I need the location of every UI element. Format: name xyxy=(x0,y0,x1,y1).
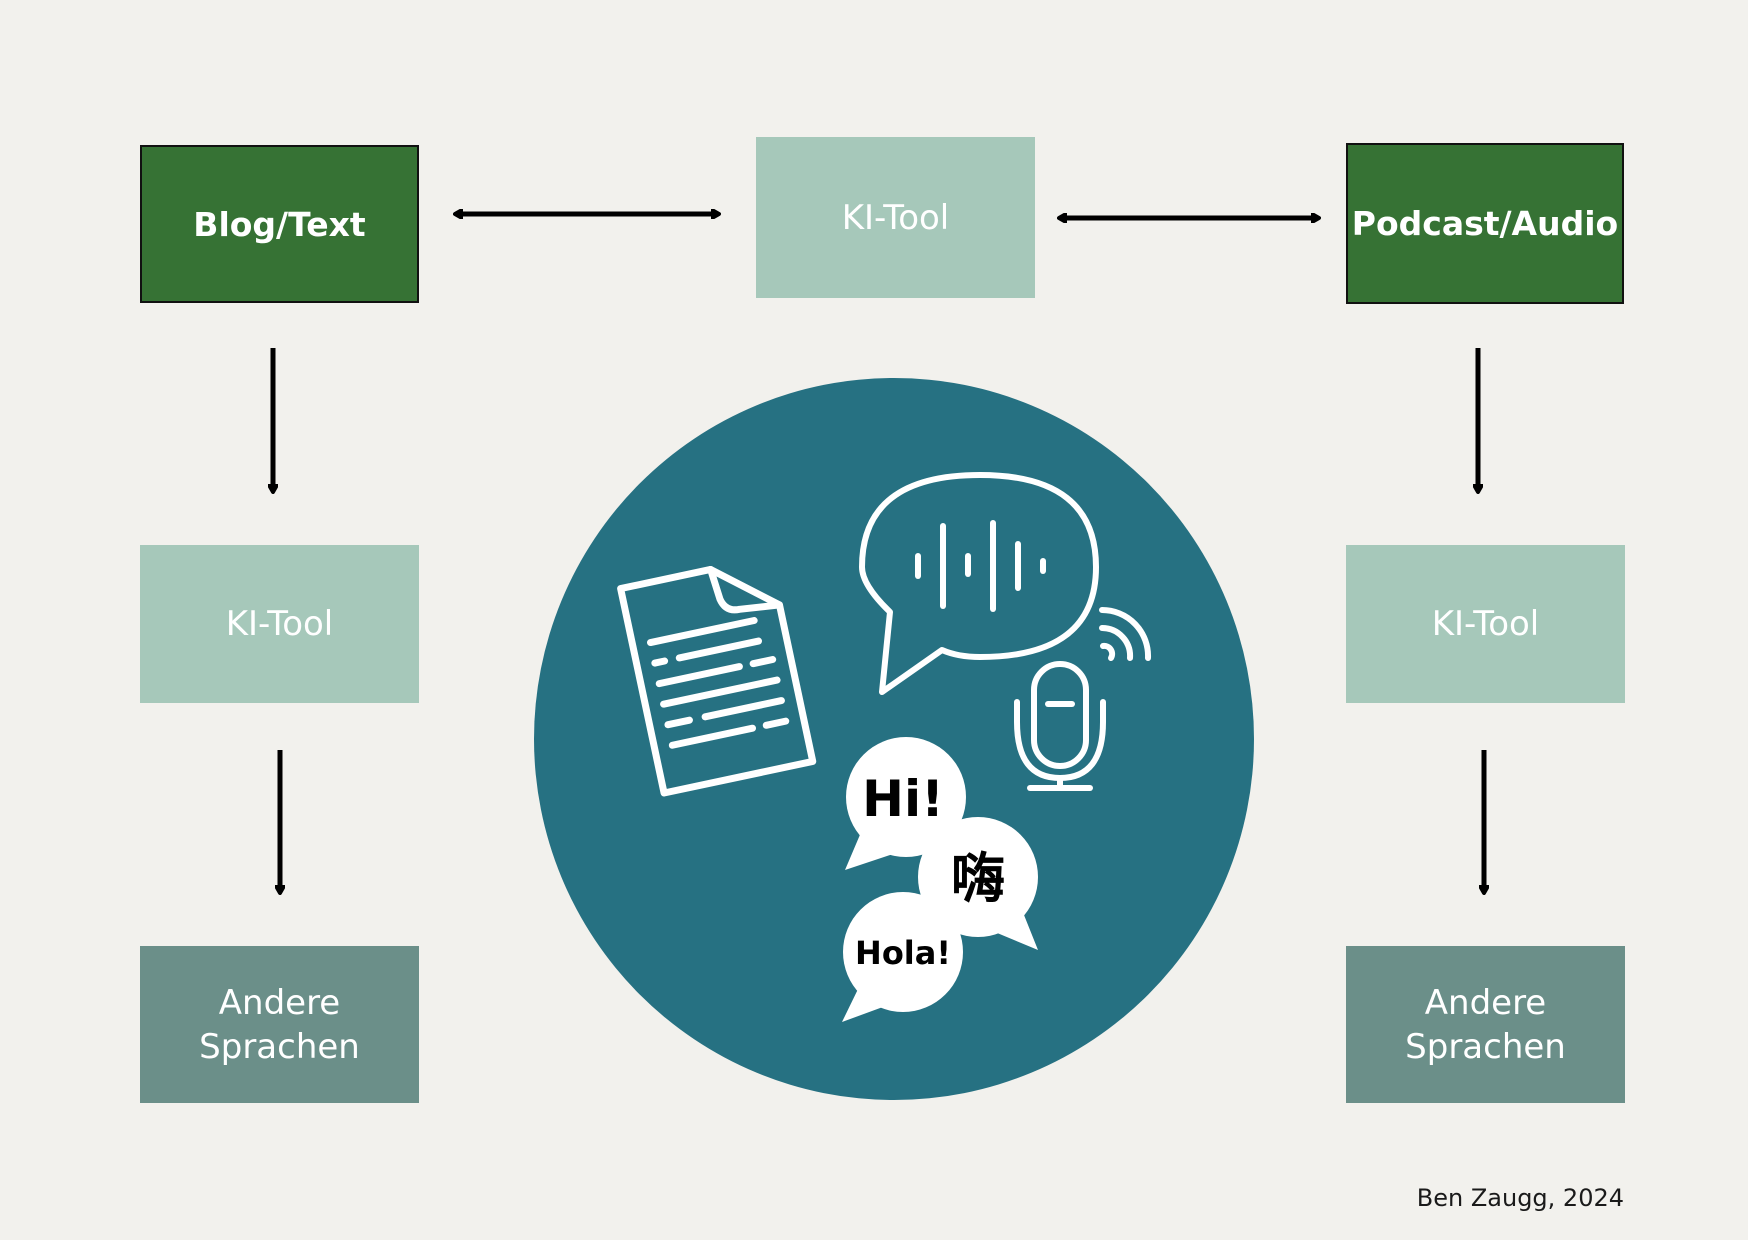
languages-right-line2: Sprachen xyxy=(1405,1026,1566,1067)
greeting-chinese-text: 嗨 xyxy=(951,847,1005,910)
microphone-icon xyxy=(1014,661,1106,791)
podcast-audio-box: Podcast/Audio xyxy=(1346,143,1624,304)
languages-left-box: Andere Sprachen xyxy=(140,946,419,1103)
document-icon xyxy=(617,565,817,797)
greeting-bubble-hi: Hi! xyxy=(845,737,966,870)
speech-bubble-icon xyxy=(859,472,1099,695)
ki-tool-right-label: KI-Tool xyxy=(1431,604,1540,644)
greeting-hola-text: Hola! xyxy=(855,934,951,972)
greeting-bubble-chinese: 嗨 xyxy=(918,817,1038,950)
greeting-hi-text: Hi! xyxy=(862,770,944,828)
ki-tool-left-box: KI-Tool xyxy=(140,545,419,703)
languages-left-line2: Sprachen xyxy=(199,1026,360,1067)
greeting-bubble-hola: Hola! xyxy=(842,892,963,1022)
languages-right-box: Andere Sprachen xyxy=(1346,946,1625,1103)
podcast-audio-label: Podcast/Audio xyxy=(1351,204,1619,243)
ki-tool-center-box: KI-Tool xyxy=(756,137,1035,298)
blog-text-label: Blog/Text xyxy=(193,204,366,244)
languages-right-line1: Andere xyxy=(1424,982,1547,1023)
ki-tool-right-box: KI-Tool xyxy=(1346,545,1625,703)
languages-left-line1: Andere xyxy=(218,982,341,1023)
blog-text-box: Blog/Text xyxy=(140,145,419,303)
wireless-signal-icon xyxy=(1099,606,1152,661)
ki-tool-left-label: KI-Tool xyxy=(225,604,334,644)
ki-tool-center-label: KI-Tool xyxy=(841,197,950,238)
author-credit: Ben Zaugg, 2024 xyxy=(1416,1184,1624,1212)
